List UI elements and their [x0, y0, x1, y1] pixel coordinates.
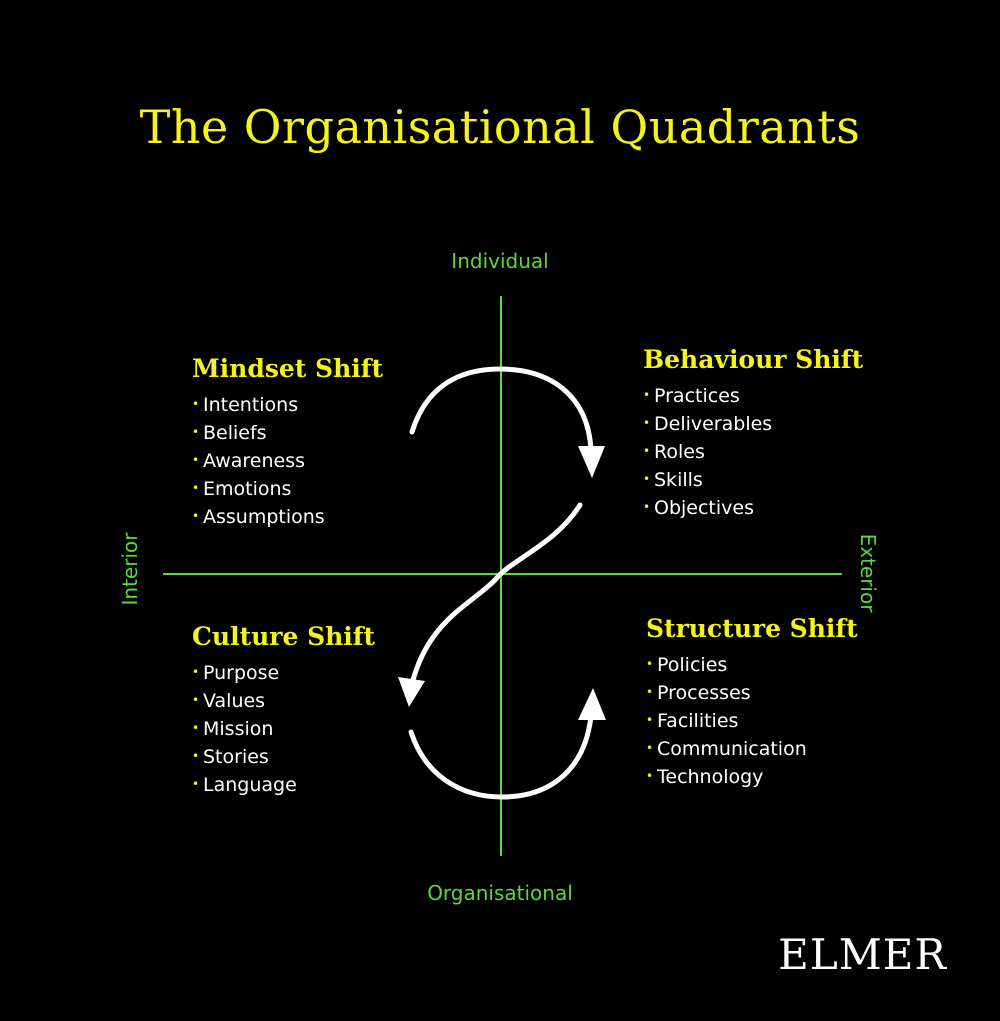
list-item-label: Stories — [203, 746, 269, 768]
list-item: •Roles — [643, 438, 863, 466]
list-item: •Processes — [646, 679, 858, 707]
axis-label-interior: Interior — [118, 532, 142, 606]
bottom-arc-arrow — [408, 713, 594, 800]
list-item: •Communication — [646, 735, 858, 763]
list-item-label: Processes — [657, 682, 751, 704]
list-item-label: Awareness — [203, 450, 306, 472]
bullet-icon: • — [192, 509, 200, 523]
axis-label-individual: Individual — [451, 249, 549, 273]
list-item: •Language — [192, 771, 375, 799]
quadrant-list: •Policies •Processes •Facilities •Commun… — [646, 651, 858, 791]
bullet-icon: • — [192, 721, 200, 735]
list-item-label: Beliefs — [203, 422, 267, 444]
list-item: •Facilities — [646, 707, 858, 735]
list-item: •Emotions — [192, 475, 383, 503]
elmer-logo: ELMER — [778, 930, 947, 979]
s-curve-arrowhead — [398, 677, 425, 707]
list-item: •Policies — [646, 651, 858, 679]
axis-label-organisational: Organisational — [427, 881, 573, 905]
list-item-label: Deliverables — [654, 413, 773, 435]
bullet-icon: • — [192, 481, 200, 495]
bullet-icon: • — [192, 453, 200, 467]
list-item-label: Assumptions — [203, 506, 325, 528]
list-item-label: Practices — [654, 385, 740, 407]
list-item: •Skills — [643, 466, 863, 494]
bullet-icon: • — [192, 665, 200, 679]
list-item: •Practices — [643, 382, 863, 410]
bullet-icon: • — [643, 416, 651, 430]
list-item: •Intentions — [192, 391, 383, 419]
quadrant-behaviour-shift: Behaviour Shift •Practices •Deliverables… — [643, 345, 863, 522]
bullet-icon: • — [646, 685, 654, 699]
list-item: •Mission — [192, 715, 375, 743]
bullet-icon: • — [643, 500, 651, 514]
list-item-label: Skills — [654, 469, 703, 491]
top-arc-arrow — [409, 366, 594, 453]
list-item: •Beliefs — [192, 419, 383, 447]
list-item: •Deliverables — [643, 410, 863, 438]
quadrant-title: Behaviour Shift — [643, 345, 864, 374]
list-item-label: Emotions — [203, 478, 292, 500]
list-item-label: Objectives — [654, 497, 754, 519]
list-item-label: Facilities — [657, 710, 739, 732]
quadrant-culture-shift: Culture Shift •Purpose •Values •Mission … — [192, 622, 375, 799]
quadrant-list: •Intentions •Beliefs •Awareness •Emotion… — [192, 391, 383, 531]
quadrant-list: •Purpose •Values •Mission •Stories •Lang… — [192, 659, 375, 799]
list-item-label: Language — [203, 774, 297, 796]
list-item: •Assumptions — [192, 503, 383, 531]
quadrant-title: Mindset Shift — [192, 354, 384, 383]
axis-label-exterior: Exterior — [856, 533, 880, 613]
list-item-label: Policies — [657, 654, 728, 676]
bullet-icon: • — [643, 388, 651, 402]
quadrant-title: Culture Shift — [192, 622, 376, 651]
quadrant-structure-shift: Structure Shift •Policies •Processes •Fa… — [646, 614, 858, 791]
page-title: The Organisational Quadrants — [139, 100, 861, 154]
bullet-icon: • — [192, 749, 200, 763]
quadrant-mindset-shift: Mindset Shift •Intentions •Beliefs •Awar… — [192, 354, 383, 531]
bullet-icon: • — [192, 693, 200, 707]
list-item-label: Technology — [657, 766, 764, 788]
bullet-icon: • — [192, 397, 200, 411]
bullet-icon: • — [646, 769, 654, 783]
bottom-arrowhead — [578, 688, 606, 720]
quadrant-list: •Practices •Deliverables •Roles •Skills … — [643, 382, 863, 522]
list-item-label: Intentions — [203, 394, 299, 416]
quadrant-title: Structure Shift — [646, 614, 858, 643]
bullet-icon: • — [643, 444, 651, 458]
bullet-icon: • — [646, 741, 654, 755]
bullet-icon: • — [192, 425, 200, 439]
list-item: •Objectives — [643, 494, 863, 522]
list-item-label: Mission — [203, 718, 274, 740]
list-item-label: Purpose — [203, 662, 280, 684]
list-item: •Awareness — [192, 447, 383, 475]
bullet-icon: • — [643, 472, 651, 486]
top-arrowhead — [578, 446, 605, 478]
list-item: •Technology — [646, 763, 858, 791]
list-item: •Values — [192, 687, 375, 715]
list-item-label: Communication — [657, 738, 807, 760]
list-item: •Purpose — [192, 659, 375, 687]
bullet-icon: • — [192, 777, 200, 791]
s-curve-arrow — [410, 502, 583, 683]
list-item: •Stories — [192, 743, 375, 771]
list-item-label: Values — [203, 690, 266, 712]
bullet-icon: • — [646, 713, 654, 727]
bullet-icon: • — [646, 657, 654, 671]
list-item-label: Roles — [654, 441, 705, 463]
